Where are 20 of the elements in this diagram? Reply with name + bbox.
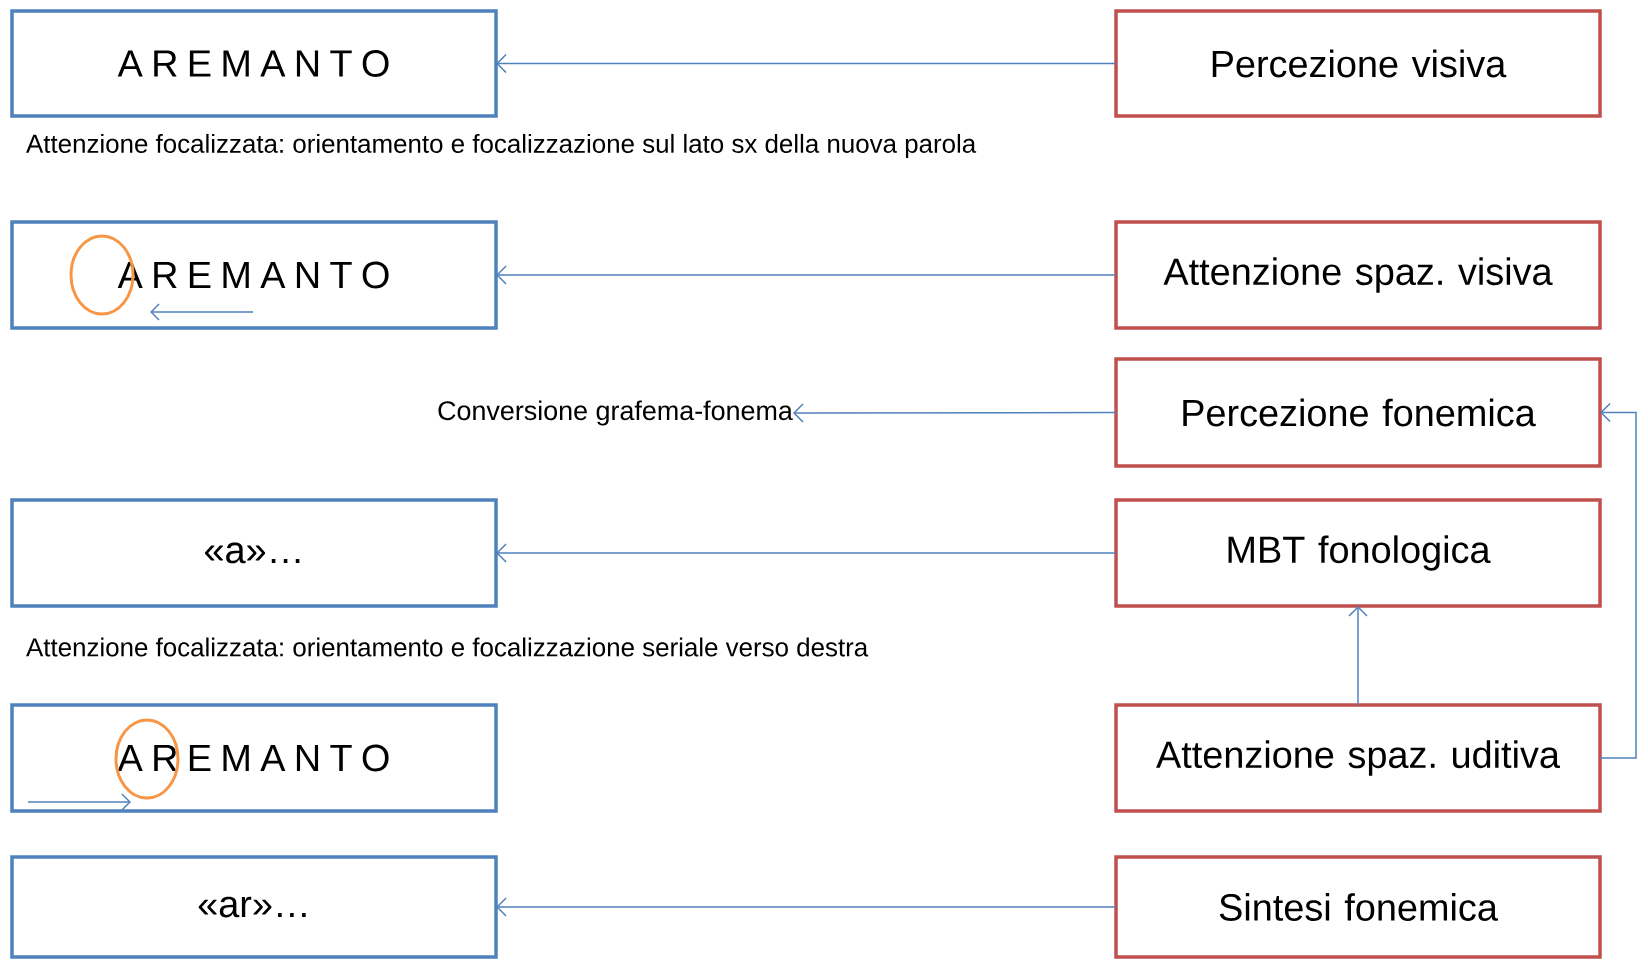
- process-box: A R E M A N T O: [10, 703, 498, 813]
- process-box: Attenzione spaz. uditiva: [1114, 703, 1602, 813]
- arrow: [1348, 606, 1368, 706]
- process-box: «ar»…: [10, 855, 498, 959]
- process-box: Attenzione spaz. visiva: [1114, 220, 1602, 330]
- note-text: Attenzione focalizzata: orientamento e focalizzazione sul lato sx della nuova parola: [26, 133, 977, 159]
- arrow: [496, 53, 1117, 74]
- process-box: Sintesi fonemica: [1114, 855, 1602, 959]
- process-box: Percezione fonemica: [1114, 357, 1602, 468]
- process-box: A R E M A N T O: [10, 9, 498, 118]
- arrow: [792, 403, 1117, 423]
- process-label: Conversione grafema-fonema: [438, 400, 793, 426]
- note-text: Attenzione focalizzata: orientamento e focalizzazione seriale verso destra: [26, 637, 869, 657]
- process-box: MBT fonologica: [1114, 498, 1602, 608]
- process-box: Percezione visiva: [1114, 9, 1602, 118]
- arrow: [496, 897, 1117, 917]
- arrow: [1599, 402, 1637, 759]
- arrow: [496, 265, 1117, 285]
- process-box: «a»…: [10, 498, 498, 608]
- arrow: [496, 543, 1117, 563]
